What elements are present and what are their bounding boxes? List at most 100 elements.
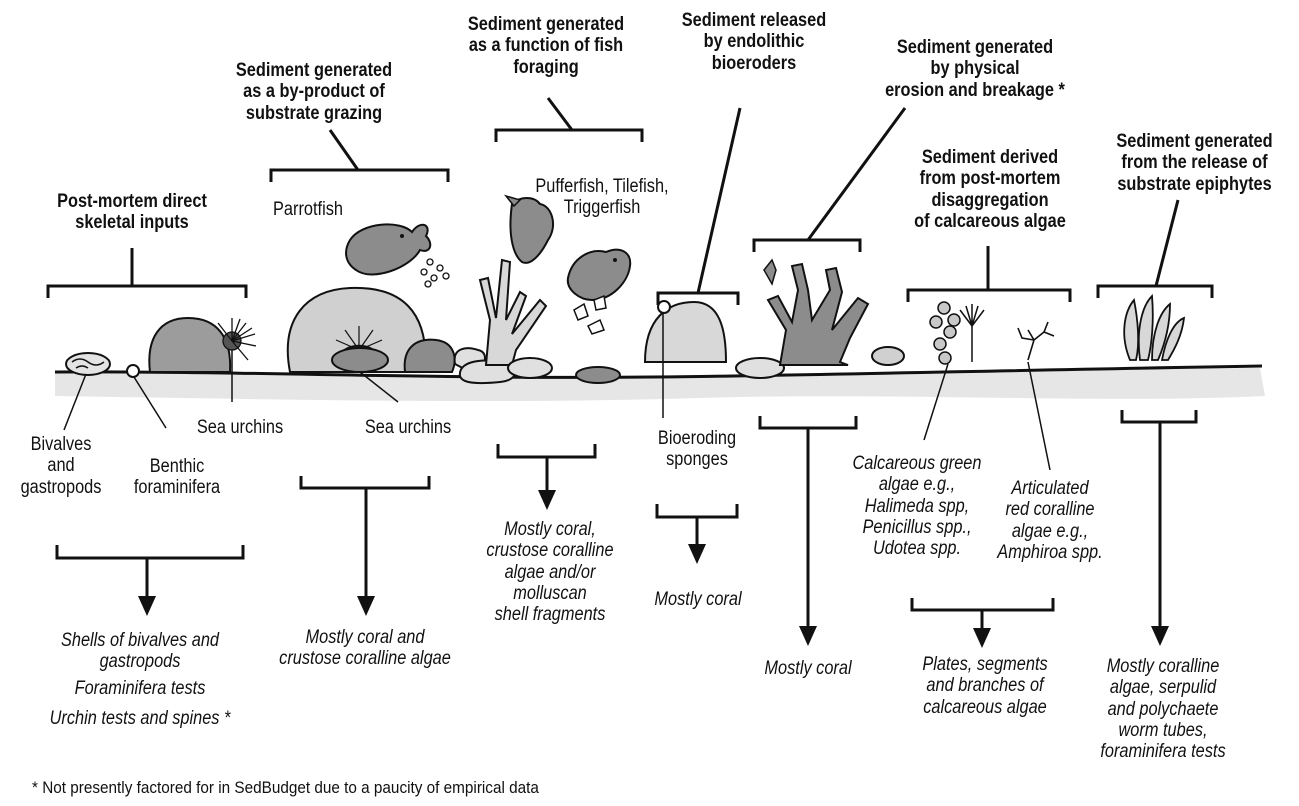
sediment-particles [420,258,450,288]
bracket-bot-4 [655,504,739,548]
label-line: Bioeroding [657,428,737,449]
boulder-1 [148,316,232,373]
output-substrate-grazing: Mostly coral and crustose coralline alga… [266,627,464,670]
heading-line: Sediment derived [921,147,1059,168]
label-line: Articulated [1011,478,1089,499]
leader-lines [63,313,1051,471]
output-line: gastropods [99,651,181,673]
foraminifera-sphere [126,364,140,378]
rock-2c [331,347,389,373]
label-sea-urchins-2: Sea urchins [356,417,459,438]
arrowhead-7 [1151,626,1169,646]
output-line: Shells of bivalves and [60,630,220,651]
label-line: red coralline [1005,499,1095,521]
label-bivalves-gastropods: Bivalves and gastropods [14,434,109,498]
arrowhead-3 [538,490,556,510]
top-brackets [46,97,1214,305]
label-calcareous-green-algae: Calcareous green algae e.g., Halimeda sp… [835,453,998,559]
label-line: Benthic [149,456,205,477]
heading-line: Sediment generated [235,60,393,81]
output-line: crustose coralline [486,540,614,562]
heading-line: Sediment released [681,10,827,31]
output-line: Mostly coralline [1106,656,1220,677]
output-line: calcareous algae [923,696,1047,718]
heading-line: of calcareous algae [914,210,1066,232]
output-line: Foraminifera tests [74,678,206,700]
output-line: molluscan [513,582,587,604]
arrowhead-1 [138,596,156,616]
sponge-aperture [657,300,671,314]
output-line: foraminifera tests [1100,741,1226,763]
label-line: Parrotfish [273,199,343,220]
output-calcareous-algae: Plates, segments and branches of calcare… [912,654,1058,718]
heading-line: Post-mortem direct [57,191,207,212]
label-foraging-fishes: Pufferfish, Tilefish, Triggerfish [525,176,680,219]
rubble-5b [871,346,905,366]
heading-line: by physical [930,58,1020,80]
heading-substrate-epiphytes: Sediment generated from the release of s… [1105,131,1285,195]
heading-line: from the release of [1121,152,1268,174]
triggerfish [566,248,632,302]
heading-skeletal-inputs: Post-mortem direct skeletal inputs [18,191,245,234]
sea-urchin-1 [217,318,257,361]
bracket-bot-6 [910,598,1055,632]
bottom-brackets [55,410,1198,632]
bracket-top-5 [752,107,907,252]
label-line: Triggerfish [563,197,641,219]
bracket-top-3 [494,97,644,142]
output-line: Mostly coral [654,589,742,610]
label-line: Halimeda spp, [864,495,970,517]
label-line: algae e.g., [878,474,956,496]
label-sea-urchins-1: Sea urchins [188,417,291,438]
heading-line: substrate epiphytes [1117,173,1272,195]
heading-line: erosion and breakage * [885,79,1065,101]
rubble-5a [735,357,785,379]
bracket-bot-2 [299,476,431,600]
label-line: Sea urchins [364,417,452,438]
label-line: gastropods [20,476,102,498]
output-line: algae, serpulid [1109,677,1217,699]
boulder-2 [286,286,427,373]
heading-calcareous-algae: Sediment derived from post-mortem disagg… [904,147,1076,232]
label-benthic-foraminifera: Benthic foraminifera [121,456,233,499]
arrowhead-5 [799,626,817,646]
label-line: and [47,455,75,477]
output-physical-erosion: Mostly coral [755,658,862,679]
heading-line: from post-mortem [919,168,1061,190]
heading-line: skeletal inputs [75,212,189,234]
output-line: Plates, segments [922,654,1048,675]
coral-fragments [573,294,607,335]
output-fish-foraging: Mostly coral, crustose coralline algae a… [481,519,619,625]
bracket-top-7 [1096,199,1214,298]
label-parrotfish: Parrotfish [265,199,351,220]
label-bioeroding-sponges: Bioeroding sponges [650,428,745,471]
label-line: algae e.g., [1011,520,1089,542]
output-endolithic-bioeroders: Mostly coral [645,589,752,610]
heading-line: bioeroders [711,52,797,74]
output-line: Mostly coral [764,658,852,679]
heading-fish-foraging: Sediment generated as a function of fish… [434,14,658,78]
heading-substrate-grazing: Sediment generated as a by-product of su… [200,60,427,124]
rubble-3d [575,366,621,384]
bracket-bot-1 [55,545,245,600]
label-line: Sea urchins [196,417,284,438]
penicillus-algae [959,304,985,362]
output-line: and branches of [926,675,1044,697]
heading-line: by endolithic [703,31,805,53]
output-line: and polychaete [1107,698,1219,720]
heading-line: as a function of fish [468,35,624,57]
output-line: shell fragments [494,604,606,626]
arrowhead-4 [688,544,706,564]
epiphyte-blades [1123,293,1186,361]
branching-coral-3 [478,258,548,366]
label-line: Amphiroa spp. [997,541,1103,563]
bracket-bot-3 [496,444,597,494]
halimeda-algae [929,301,961,365]
bracket-top-6 [906,246,1072,302]
label-line: Penicillus spp., [862,516,972,538]
output-line: Mostly coral and [305,627,425,648]
arrowhead-6 [973,628,991,648]
heading-line: foraging [513,56,579,78]
